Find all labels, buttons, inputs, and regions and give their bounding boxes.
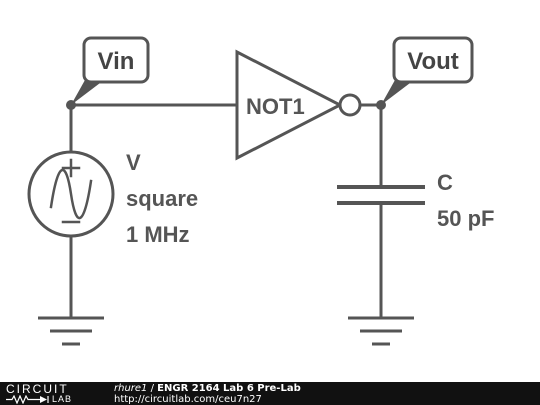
vin-label: Vin bbox=[98, 48, 135, 75]
capacitor[interactable] bbox=[337, 185, 425, 205]
vin-tag[interactable]: Vin bbox=[71, 36, 150, 105]
source-frequency-label: 1 MHz bbox=[126, 222, 190, 247]
logo-wordmark-bottom: LAB bbox=[52, 394, 73, 404]
footer-title-line: rhure1 / ENGR 2164 Lab 6 Pre-Lab bbox=[114, 383, 301, 394]
source-name-label: V bbox=[126, 150, 141, 175]
source-waveform-label: square bbox=[126, 186, 198, 211]
voltage-source[interactable] bbox=[27, 150, 115, 238]
circuitlab-logo[interactable]: CIRCUIT LAB bbox=[6, 383, 98, 404]
vout-label: Vout bbox=[407, 48, 459, 75]
ground-symbol-left bbox=[38, 316, 104, 346]
footer-info: rhure1 / ENGR 2164 Lab 6 Pre-Lab http://… bbox=[114, 383, 301, 405]
footer-bar: CIRCUIT LAB rhure1 / ENGR 2164 Lab 6 Pre… bbox=[0, 382, 540, 405]
logo-wordmark-top: CIRCUIT bbox=[6, 382, 69, 396]
circuit-title: ENGR 2164 Lab 6 Pre-Lab bbox=[157, 383, 301, 394]
vout-tag[interactable]: Vout bbox=[381, 36, 474, 105]
not-gate[interactable] bbox=[235, 49, 362, 161]
ground-symbol-right bbox=[348, 316, 414, 346]
capacitor-name-label: C bbox=[437, 170, 453, 195]
title-separator: / bbox=[147, 383, 158, 394]
logo-wave-icon bbox=[6, 395, 49, 404]
circuit-schematic: NOT1 Vin Vout bbox=[27, 36, 494, 346]
gate-name-label: NOT1 bbox=[246, 94, 305, 119]
author-name[interactable]: rhure1 bbox=[114, 383, 148, 394]
circuit-url[interactable]: http://circuitlab.com/ceu7n27 bbox=[114, 394, 262, 405]
capacitor-value-label: 50 pF bbox=[437, 206, 494, 231]
